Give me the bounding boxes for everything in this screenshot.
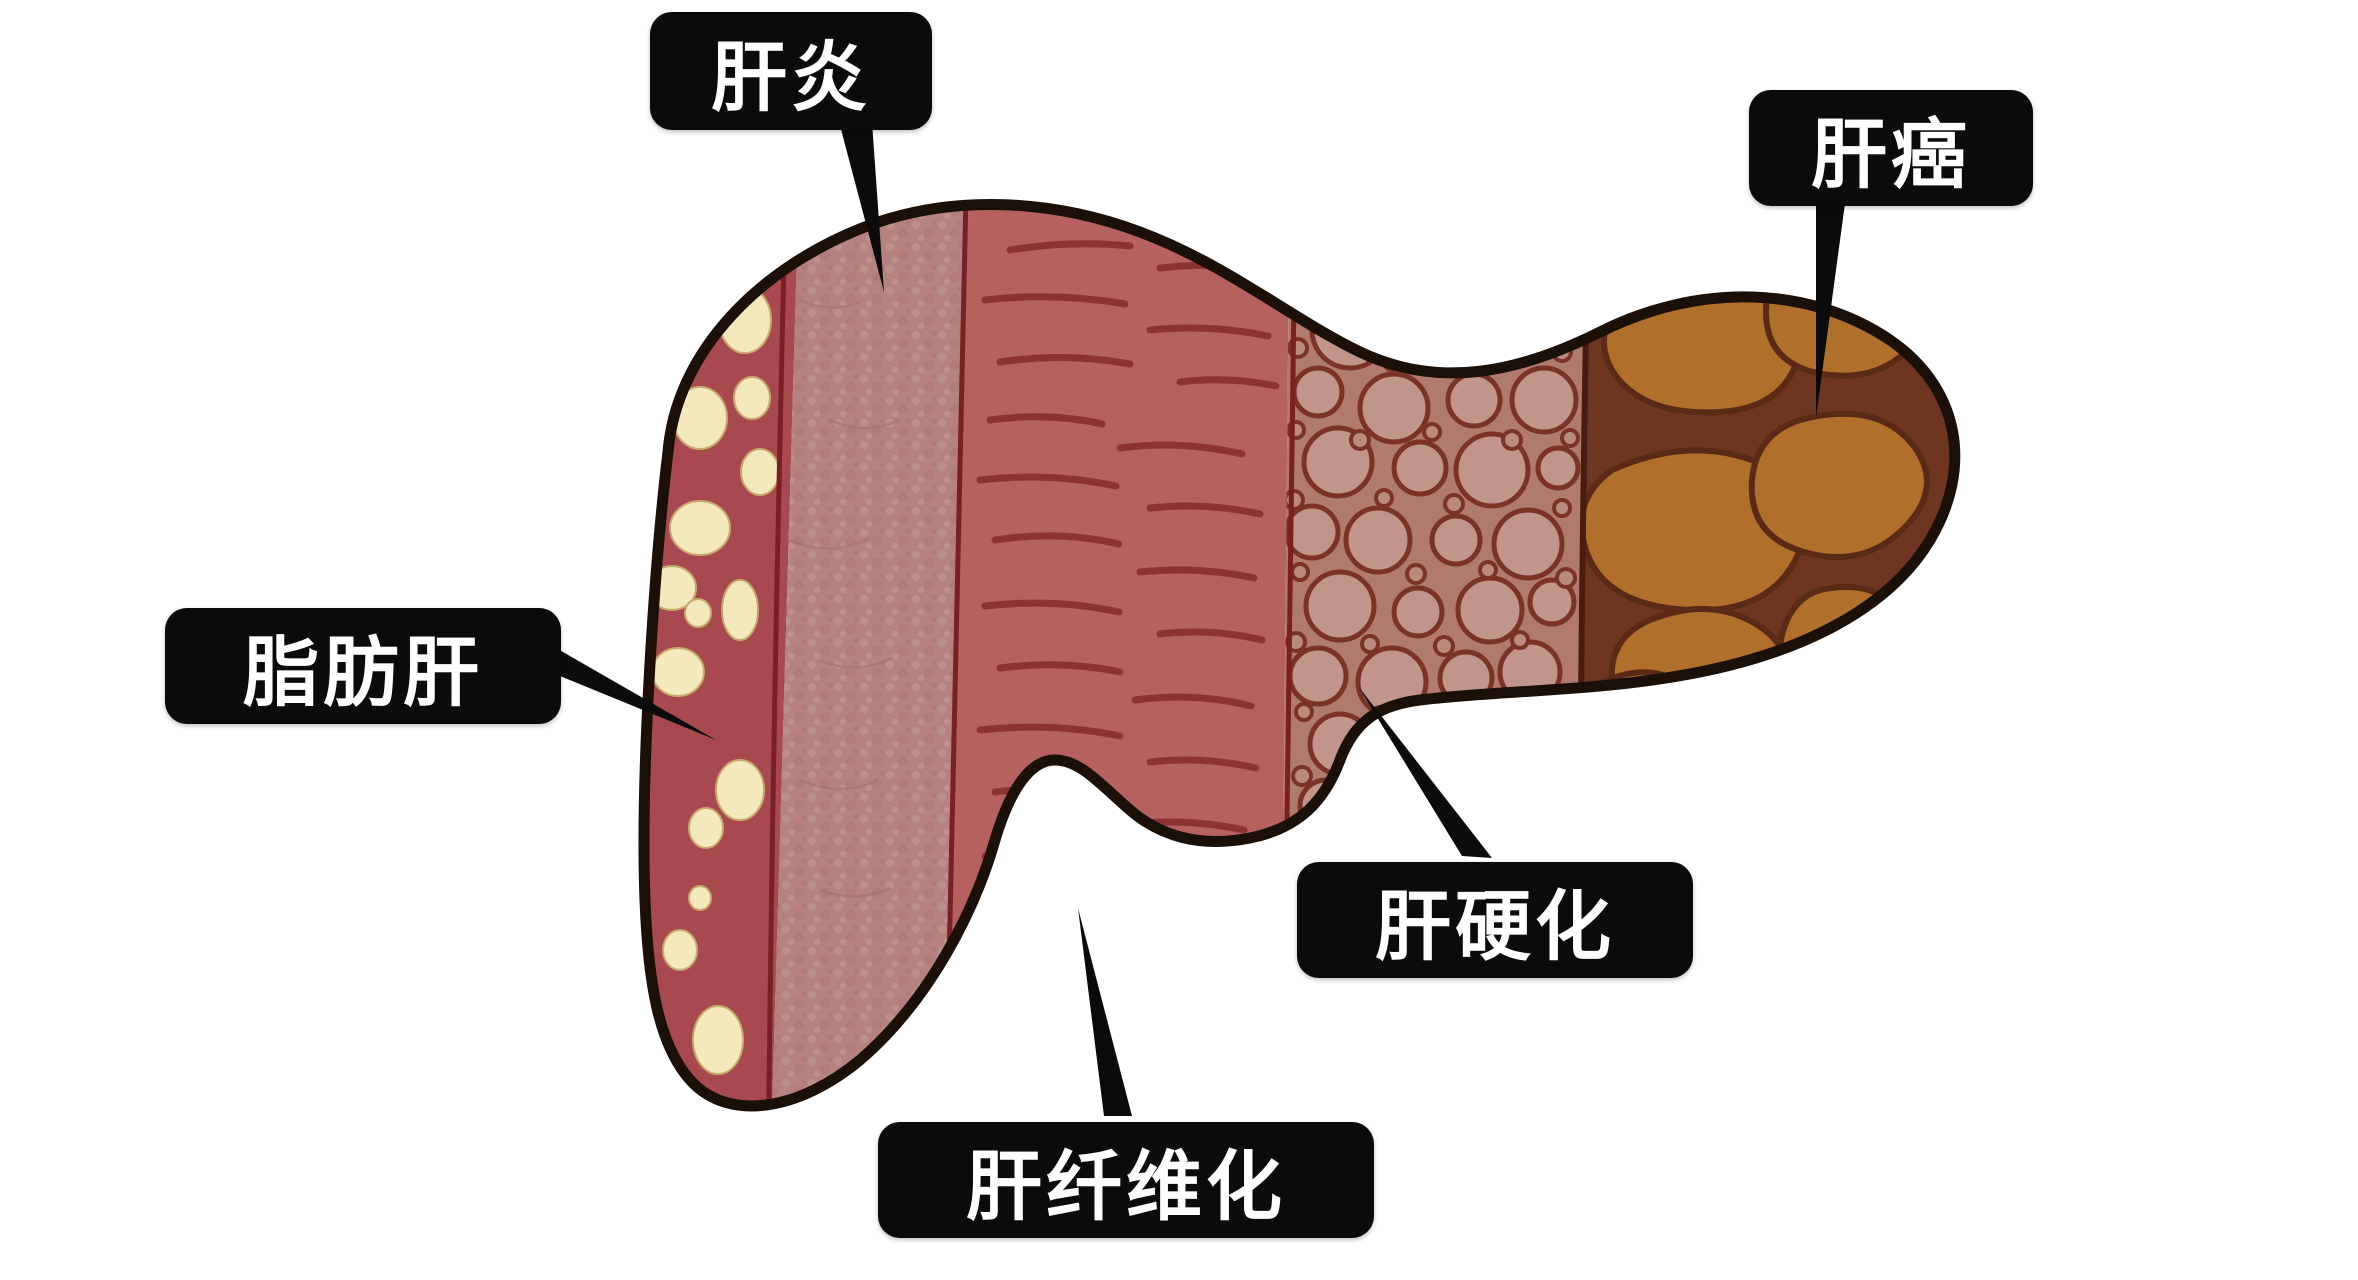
stage-cancer bbox=[1580, 204, 1955, 1106]
callout-fatty-liver-label: 脂肪肝 bbox=[243, 631, 483, 716]
callout-hepatitis[interactable]: 肝炎 bbox=[650, 12, 932, 130]
pointer-cirrhosis bbox=[1358, 686, 1492, 858]
callout-fibrosis[interactable]: 肝纤维化 bbox=[878, 1122, 1374, 1238]
callout-cancer-label: 肝癌 bbox=[1811, 113, 1971, 198]
stage-fibrosis bbox=[940, 204, 1290, 1106]
callout-cancer[interactable]: 肝癌 bbox=[1749, 90, 2033, 206]
callout-fatty-liver[interactable]: 脂肪肝 bbox=[165, 608, 561, 724]
callout-pointers bbox=[556, 118, 1846, 1116]
stage-hepatitis bbox=[770, 204, 970, 1106]
pointer-fatty-liver bbox=[556, 648, 716, 740]
pointer-fibrosis bbox=[1078, 908, 1132, 1116]
pointer-cancer bbox=[1816, 196, 1846, 418]
liver-outline bbox=[638, 199, 1961, 1112]
stage-cirrhosis bbox=[1280, 204, 1585, 1106]
callout-fibrosis-label: 肝纤维化 bbox=[966, 1145, 1286, 1230]
callout-hepatitis-label: 肝炎 bbox=[711, 36, 871, 121]
callout-cirrhosis[interactable]: 肝硬化 bbox=[1297, 862, 1693, 978]
liver-body bbox=[644, 204, 1955, 1106]
callout-cirrhosis-label: 肝硬化 bbox=[1375, 885, 1615, 970]
fat-droplets bbox=[647, 286, 780, 1075]
pointer-hepatitis bbox=[838, 118, 884, 292]
